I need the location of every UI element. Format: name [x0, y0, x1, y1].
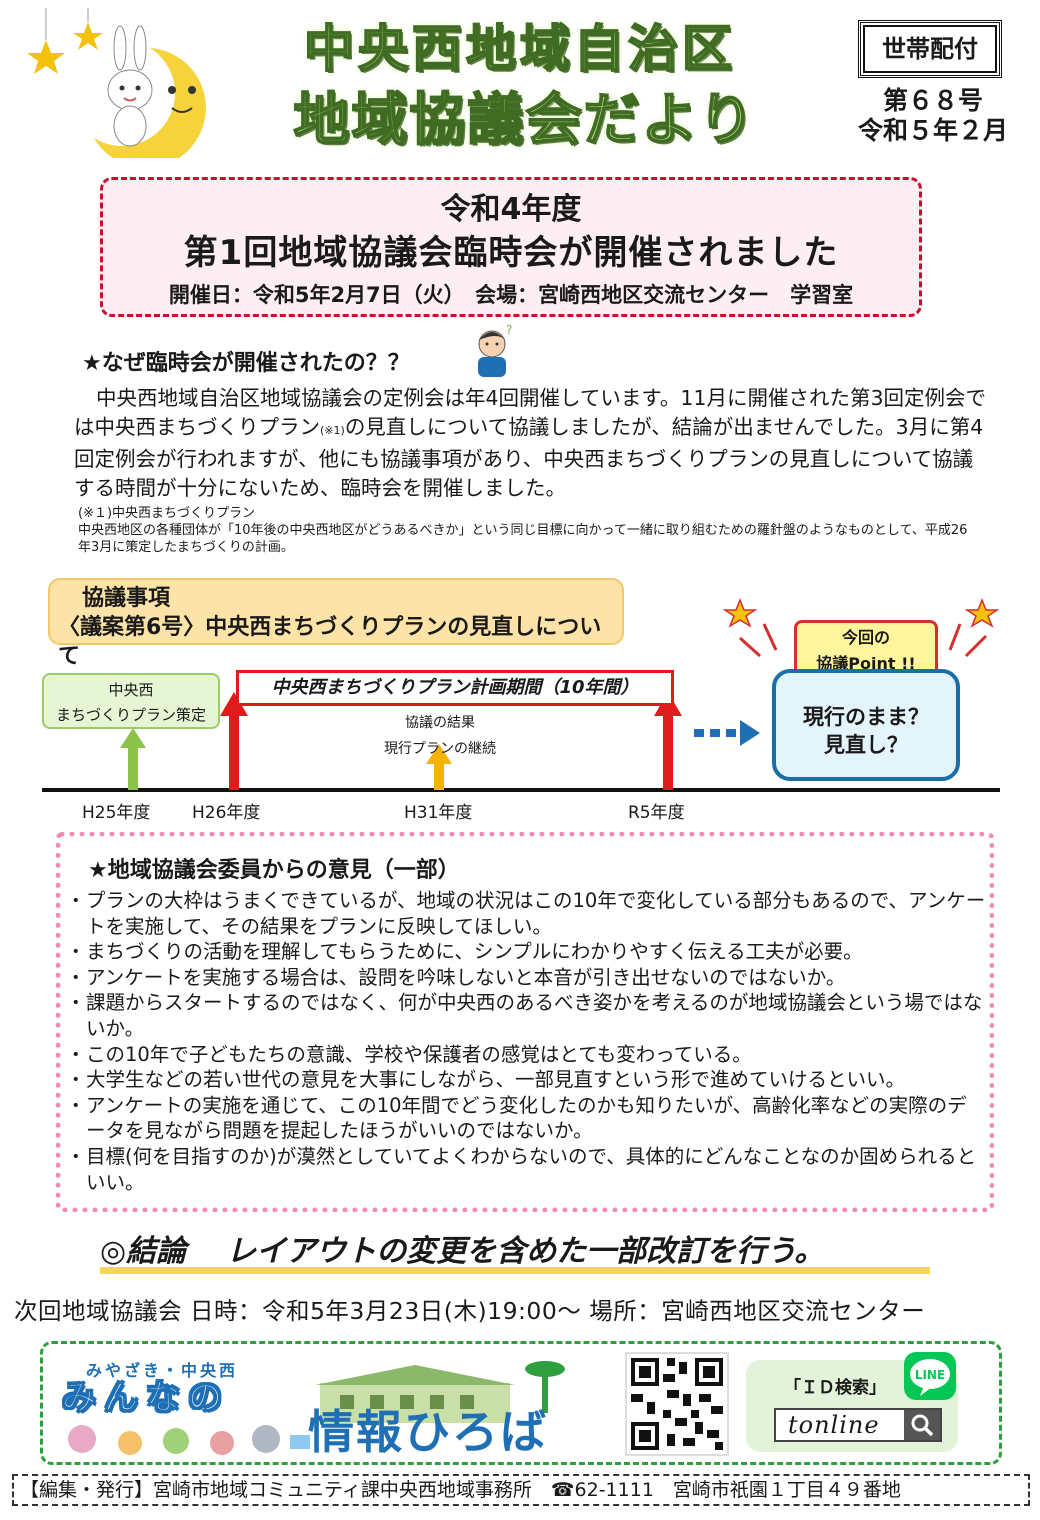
- banner-title: 情報ひろば: [308, 1405, 548, 1459]
- footnote-mark: (※1): [320, 423, 345, 437]
- year-label: R5年度: [628, 803, 685, 823]
- meeting-announcement: 令和4年度 第1回地域協議会臨時会が開催されました 開催日：令和5年2月7日（火…: [100, 177, 922, 317]
- issue-info: 第６８号 令和５年２月: [848, 86, 1018, 146]
- line-id-search-box[interactable]: tonline: [774, 1408, 942, 1442]
- search-button[interactable]: [904, 1410, 940, 1440]
- moon-icon: [94, 48, 206, 158]
- green-arrow: [120, 728, 146, 790]
- banner-minna: みんなの: [62, 1378, 230, 1419]
- conclusion-label: ◎結論: [100, 1234, 187, 1269]
- list-item: プランの大枠はうまくできているが、地域の状況はこの10年で変化している部分もある…: [66, 888, 986, 939]
- year-label: H25年度: [82, 803, 151, 823]
- why-heading: ★なぜ臨時会が開催されたの？？: [82, 351, 410, 376]
- opinions-frame: [56, 832, 994, 1212]
- opinions-list: プランの大枠はうまくできているが、地域の状況はこの10年で変化している部分もある…: [66, 888, 986, 1195]
- plan-period-label: 中央西まちづくりプラン計画期間（10年間）: [236, 670, 674, 706]
- list-item: 課題からスタートするのではなく、何が中央西のあるべき姿かを考えるのが地域協議会と…: [66, 990, 986, 1041]
- distribution-badge: 世帯配付: [858, 20, 1002, 78]
- discussion-result: 協議の結果 現行プランの継続: [360, 710, 520, 762]
- timeline-graphic: [42, 597, 1000, 792]
- masthead: 中央西地域自治区 地域協議会だより: [220, 14, 820, 158]
- star-icon: [964, 597, 1000, 628]
- opinions-heading: ★地域協議会委員からの意見（一部）: [88, 858, 460, 883]
- point-line2: 協議Point !!: [816, 654, 916, 673]
- meeting-info: 開催日：令和5年2月7日（火） 会場：宮崎西地区交流センター 学習室: [168, 283, 854, 307]
- current-or-revise-box: 現行のまま？ 見直し？: [772, 669, 960, 781]
- list-item: アンケートの実施を通じて、この10年間でどう変化したのかも知りたいが、高齢化率な…: [66, 1093, 986, 1144]
- list-item: この10年で子どもたちの意識、学校や保護者の感覚はとても変わっている。: [66, 1042, 986, 1068]
- footnote-title: (※１)中央西まちづくりプラン: [78, 506, 256, 521]
- meeting-title: 第1回地域協議会臨時会が開催されました: [183, 233, 839, 273]
- agenda-label: 協議事項: [82, 586, 171, 611]
- thinking-person-icon: ?: [478, 323, 512, 377]
- dotted-right-arrow: [694, 720, 760, 746]
- list-item: まちづくりの活動を理解してもらうために、シンプルにわかりやすく伝える工夫が必要。: [66, 939, 986, 965]
- star-icon: [73, 22, 103, 50]
- banner-illustration: [68, 1361, 565, 1455]
- rabbit-icon: [107, 25, 153, 147]
- children-faces-icon: [68, 1425, 310, 1455]
- year-label: H26年度: [192, 803, 261, 823]
- current-line1: 現行のまま？: [803, 705, 929, 729]
- building-icon: [315, 1365, 515, 1423]
- masthead-line1: 中央西地域自治区: [303, 19, 736, 79]
- year-label: H31年度: [404, 803, 473, 823]
- meeting-year: 令和4年度: [440, 192, 582, 227]
- line-app-label: LINE: [915, 1368, 945, 1382]
- plan-formulated-line2: まちづくりプラン策定: [55, 706, 206, 724]
- list-item: 目標(何を目指すのか)が漠然としていてよくわからないので、具体的にどんなことなの…: [66, 1144, 986, 1195]
- issue-date: 令和５年２月: [857, 116, 1008, 145]
- agenda-box: 協議事項 〈議案第6号〉中央西まちづくりプランの見直しについて: [48, 578, 624, 669]
- qr-code-icon[interactable]: [625, 1352, 729, 1456]
- why-body: 中央西地域自治区地域協議会の定例会は年4回開催しています。11月に開催された第3…: [74, 384, 986, 502]
- plan-formulated-line1: 中央西: [108, 681, 154, 699]
- star-icon: [722, 597, 758, 628]
- why-body-part1: 中央西地域自治区地域協議会の定例会は年4回開催しています。11月に開催された第3…: [74, 386, 987, 439]
- star-icon: [27, 40, 65, 74]
- search-icon: [911, 1414, 934, 1437]
- line-app-icon[interactable]: LINE: [904, 1352, 956, 1400]
- next-meeting: 次回地域協議会 日時：令和5年3月23日(木)19:00～ 場所：宮崎西地区交流…: [14, 1297, 926, 1325]
- banner-area-name: みやざき・中央西: [86, 1361, 239, 1380]
- palm-tree-icon: [525, 1361, 565, 1413]
- footnote-body: 中央西地区の各種団体が「10年後の中央西地区がどうあるべきか」という同じ目標に向…: [78, 523, 968, 555]
- current-line2: 見直し？: [824, 733, 908, 757]
- discussion-result-line1: 協議の結果: [405, 715, 475, 731]
- issue-number: 第６８号: [882, 86, 983, 115]
- id-search-label: 「ＩＤ検索」: [784, 1378, 886, 1398]
- footnote: (※１)中央西まちづくりプラン 中央西地区の各種団体が「10年後の中央西地区がど…: [78, 505, 978, 556]
- point-line1: 今回の: [841, 628, 890, 647]
- discussion-result-line2: 現行プランの継続: [384, 741, 496, 757]
- masthead-line2: 地域協議会だより: [293, 87, 757, 154]
- list-item: アンケートを実施する場合は、設問を吟味しないと本音が引き出せないのではないか。: [66, 965, 986, 991]
- plan-formulated-label: 中央西 まちづくりプラン策定: [42, 673, 220, 729]
- moon-rabbit-illustration: [27, 8, 206, 158]
- line-id-text: tonline: [788, 1411, 880, 1439]
- info-banner[interactable]: [40, 1341, 1002, 1465]
- conclusion: ◎結論 レイアウトの変更を含めた一部改訂を行う。: [100, 1232, 930, 1274]
- svg-text:?: ?: [506, 323, 512, 337]
- colophon: 【編集・発行】宮崎市地域コミュニティ課中央西地域事務所 ☎62-1111 宮崎市…: [12, 1474, 1030, 1506]
- red-arrow-start: [220, 692, 248, 790]
- why-body-part2: の見直しについて協議しましたが、結論が出ませんでした。3月に第4回定例会が行われ…: [74, 414, 984, 500]
- agenda-item: 〈議案第6号〉中央西まちづくりプランの見直しについて: [58, 615, 602, 669]
- conclusion-text: レイアウトの変更を含めた一部改訂を行う。: [226, 1234, 825, 1269]
- list-item: 大学生などの若い世代の意見を大事にしながら、一部見直すという形で進めていけるとい…: [66, 1067, 986, 1093]
- red-arrow-end: [654, 692, 682, 790]
- yellow-arrow: [426, 744, 452, 790]
